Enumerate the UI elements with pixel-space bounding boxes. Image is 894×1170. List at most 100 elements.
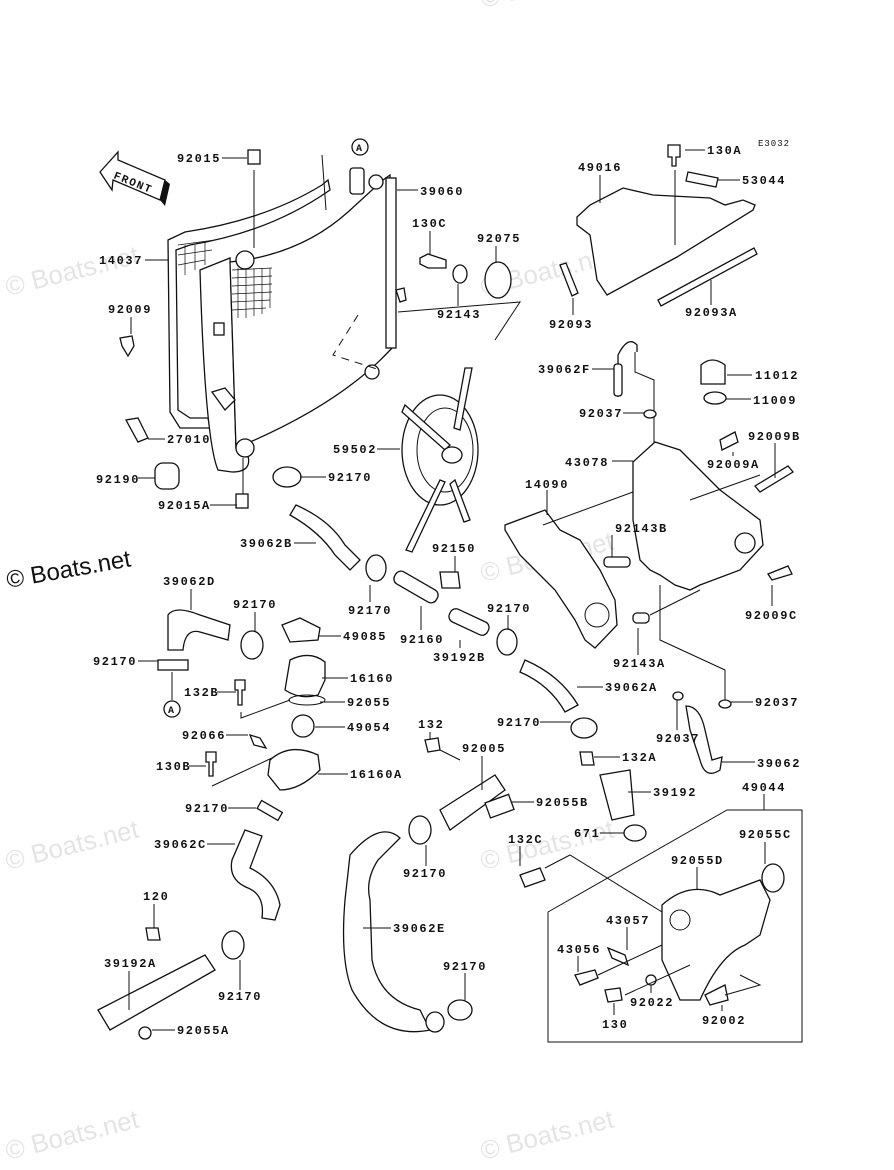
part-label: 49044 [742, 781, 786, 795]
part-label: 14037 [99, 254, 143, 268]
clamp-part [256, 799, 284, 822]
part-label: 43057 [606, 914, 650, 928]
clip-92037-part [672, 691, 684, 701]
part-label: 92055D [671, 854, 724, 868]
watermark: © Boats.net [477, 1104, 617, 1166]
part-label: 27010 [167, 433, 211, 447]
part-label: 132A [622, 751, 657, 765]
part-label: 130 [602, 1018, 628, 1032]
part-label: 39192 [653, 786, 697, 800]
clamp-part [240, 630, 264, 660]
bolt-92009c-part [767, 565, 793, 581]
hose-end [425, 1011, 445, 1033]
collar-92143b-part [603, 556, 631, 568]
collar-92190-part [154, 462, 180, 490]
cap-seal-11009-part [703, 391, 727, 405]
sensor-92066-part [248, 733, 268, 750]
gasket-92055b-part [484, 793, 515, 819]
oring-92055a-part [138, 1026, 152, 1040]
assembly-49044-box [547, 809, 803, 1043]
front-arrow-icon: FRONT [99, 150, 170, 206]
part-label: 132C [508, 833, 543, 847]
part-label: 39062A [605, 681, 658, 695]
bolt-92009b-part [754, 465, 794, 493]
part-label: 130A [707, 144, 742, 158]
part-labels: 92015 39060 130C 92075 14037 92009 92143… [93, 144, 801, 1038]
watermark: © Boats.net [477, 0, 617, 14]
bolt-130a-part [667, 144, 681, 167]
cap-11012-part [700, 359, 726, 385]
part-label: 92002 [702, 1014, 746, 1028]
oring-92055c-part [761, 863, 785, 893]
watermark: © Boats.net [2, 1104, 142, 1166]
oring-671-part [623, 824, 647, 842]
part-label: 92143B [615, 522, 668, 536]
leader-lines [128, 149, 776, 1031]
part-label: 92170 [443, 960, 487, 974]
part-label: 92009 [108, 303, 152, 317]
part-label: 14090 [525, 478, 569, 492]
gasket-49085-part [281, 617, 321, 643]
part-label: 39060 [420, 185, 464, 199]
bolt-132-part [424, 737, 441, 753]
reservoir-neck [734, 532, 756, 554]
hose-39062-part [685, 705, 723, 774]
part-label: 39062D [163, 575, 216, 589]
part-label: 92170 [348, 604, 392, 618]
part-label: 92075 [477, 232, 521, 246]
hose-39062c-part [230, 829, 281, 921]
collar-92143a-part [632, 612, 650, 624]
part-label: 92093 [549, 318, 593, 332]
part-label: 92009B [748, 430, 801, 444]
hose-39062d-part [167, 609, 231, 651]
bolt-92150-part [439, 571, 461, 589]
part-label: 132 [418, 718, 444, 732]
hose-39062b-part [289, 504, 361, 571]
part-label: 39062C [154, 838, 207, 852]
clip-92015-part [247, 149, 261, 165]
grommet-92075-part [484, 261, 512, 299]
shroud-49016-part [576, 187, 756, 296]
bolt-132b-part [234, 679, 246, 706]
reservoir-43078-part [632, 441, 764, 591]
part-label: 92143 [437, 308, 481, 322]
bolt-92009a-part [719, 431, 739, 451]
collar-92143-part [452, 264, 468, 284]
hose-39062a-part [519, 659, 579, 713]
part-label: 130C [412, 217, 447, 231]
fan-59502-part [401, 367, 479, 553]
clamp-part [272, 466, 302, 488]
pipe-43057-part [606, 946, 630, 967]
part-label: 92055 [347, 696, 391, 710]
bolt-130b-part [205, 751, 217, 777]
bolt-132c-part [519, 867, 546, 888]
diagram-code: E3032 [758, 139, 790, 149]
watermark: © Boats.net [2, 814, 142, 876]
bolt-130-part [604, 987, 623, 1003]
part-label: 49054 [347, 721, 391, 735]
pipe-39192a-part [97, 954, 216, 1031]
part-label: 92022 [630, 996, 674, 1010]
part-label: 16160 [350, 672, 394, 686]
clamp-part [221, 930, 245, 960]
part-label: 92170 [487, 602, 531, 616]
part-label: 120 [143, 890, 169, 904]
part-label: 92170 [233, 598, 277, 612]
watermark-dark: © Boats.net [4, 545, 133, 593]
part-label: 59502 [333, 443, 377, 457]
part-label: 39062 [757, 757, 801, 771]
clip-92037-part [643, 409, 657, 419]
part-label: 92150 [432, 542, 476, 556]
seal-53044-part [685, 171, 719, 188]
part-label: 92170 [328, 471, 372, 485]
part-label: 92015A [158, 499, 211, 513]
fitting-92005-part [439, 774, 506, 831]
part-label: 92143A [613, 657, 666, 671]
part-label: 92009C [745, 609, 798, 623]
callout-a-label: A [356, 144, 362, 155]
water-pump-part [661, 879, 771, 1001]
bolt-132a-part [579, 751, 595, 766]
callout-a-label: A [168, 706, 174, 717]
watermark: © Boats.net [2, 240, 142, 302]
